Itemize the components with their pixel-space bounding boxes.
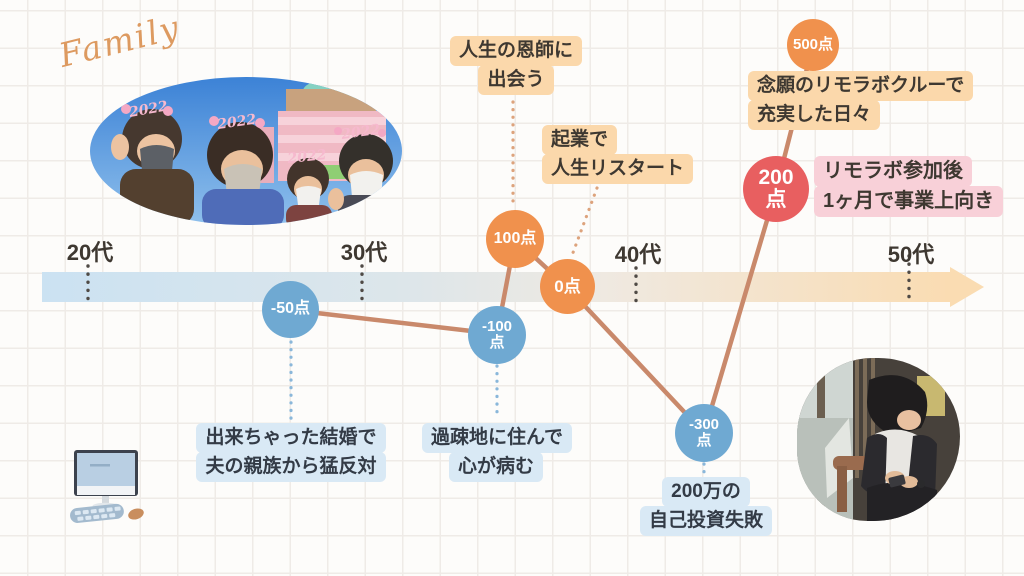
event-caption-mentor: 人生の恩師に 出会う xyxy=(446,36,586,95)
event-caption-restart: 起業で 人生リスタート xyxy=(542,125,694,184)
family-photo: 2022 2022 2022 2022 xyxy=(90,77,402,225)
event-caption-uptrend: リモラボ参加後 1ヶ月で事業上向き xyxy=(814,156,1004,217)
score-node-zero: 0点 xyxy=(540,259,595,314)
score-label-line2: 点 xyxy=(696,432,712,449)
caption-line1: 出来ちゃった結婚で xyxy=(196,423,386,453)
computer-icon xyxy=(60,448,152,524)
caption-line2: 1ヶ月で事業上向き xyxy=(814,186,1004,217)
svg-text:2022: 2022 xyxy=(127,98,169,121)
caption-line2: 充実した日々 xyxy=(748,100,881,130)
score-label: 100点 xyxy=(493,229,537,247)
score-node-plus500: 500点 xyxy=(787,19,839,71)
score-node-plus100: 100点 xyxy=(486,210,544,268)
score-node-plus200: 200 点 xyxy=(743,156,809,222)
caption-line2: 出会う xyxy=(478,65,554,95)
score-node-minus300: -300 点 xyxy=(675,404,733,462)
event-caption-rural: 過疎地に住んで 心が病む xyxy=(422,423,573,482)
age-label-40s: 40代 xyxy=(614,242,662,267)
caption-line1: 過疎地に住んで xyxy=(422,423,573,453)
score-label: 500点 xyxy=(792,36,834,54)
score-node-minus50: -50点 xyxy=(262,281,319,338)
desktop-computer-illustration xyxy=(70,450,144,523)
family-photo-illustration: 2022 2022 2022 2022 xyxy=(90,77,402,225)
caption-line2: 人生リスタート xyxy=(542,154,694,184)
family-script-label: Family xyxy=(55,7,185,75)
caption-line2: 自己投資失敗 xyxy=(639,506,772,536)
age-label-20s: 20代 xyxy=(66,240,114,265)
age-label-50s: 50代 xyxy=(887,242,935,267)
event-caption-marriage: 出来ちゃった結婚で 夫の親族から猛反対 xyxy=(195,423,387,482)
caption-line1: 起業で xyxy=(542,125,618,155)
caption-line1: 人生の恩師に xyxy=(449,36,582,66)
score-label-line2: 点 xyxy=(489,334,505,351)
profile-photo-illustration xyxy=(797,358,960,521)
score-label-line1: 200 xyxy=(758,165,794,189)
caption-line2: 夫の親族から猛反対 xyxy=(196,452,386,482)
score-label-line1: -300 xyxy=(688,416,720,434)
score-label: -50点 xyxy=(270,300,311,318)
timeline-arrow xyxy=(42,267,984,307)
caption-line1: リモラボ参加後 xyxy=(814,156,972,187)
score-node-minus100: -100 点 xyxy=(468,306,526,364)
caption-line1: 念願のリモラボクルーで xyxy=(748,71,974,101)
score-label-line2: 点 xyxy=(765,188,787,211)
person-with-phone xyxy=(861,375,937,521)
event-caption-crew: 念願のリモラボクルーで 充実した日々 xyxy=(748,71,974,130)
caption-line2: 心が病む xyxy=(448,452,543,482)
score-label: 0点 xyxy=(554,276,581,296)
caption-line1: 200万の xyxy=(662,477,750,507)
score-label-line1: -100 xyxy=(481,318,513,336)
profile-photo xyxy=(797,358,960,521)
event-caption-investment: 200万の 自己投資失敗 xyxy=(638,477,774,536)
svg-text:2022: 2022 xyxy=(215,112,257,133)
age-label-30s: 30代 xyxy=(340,240,388,265)
